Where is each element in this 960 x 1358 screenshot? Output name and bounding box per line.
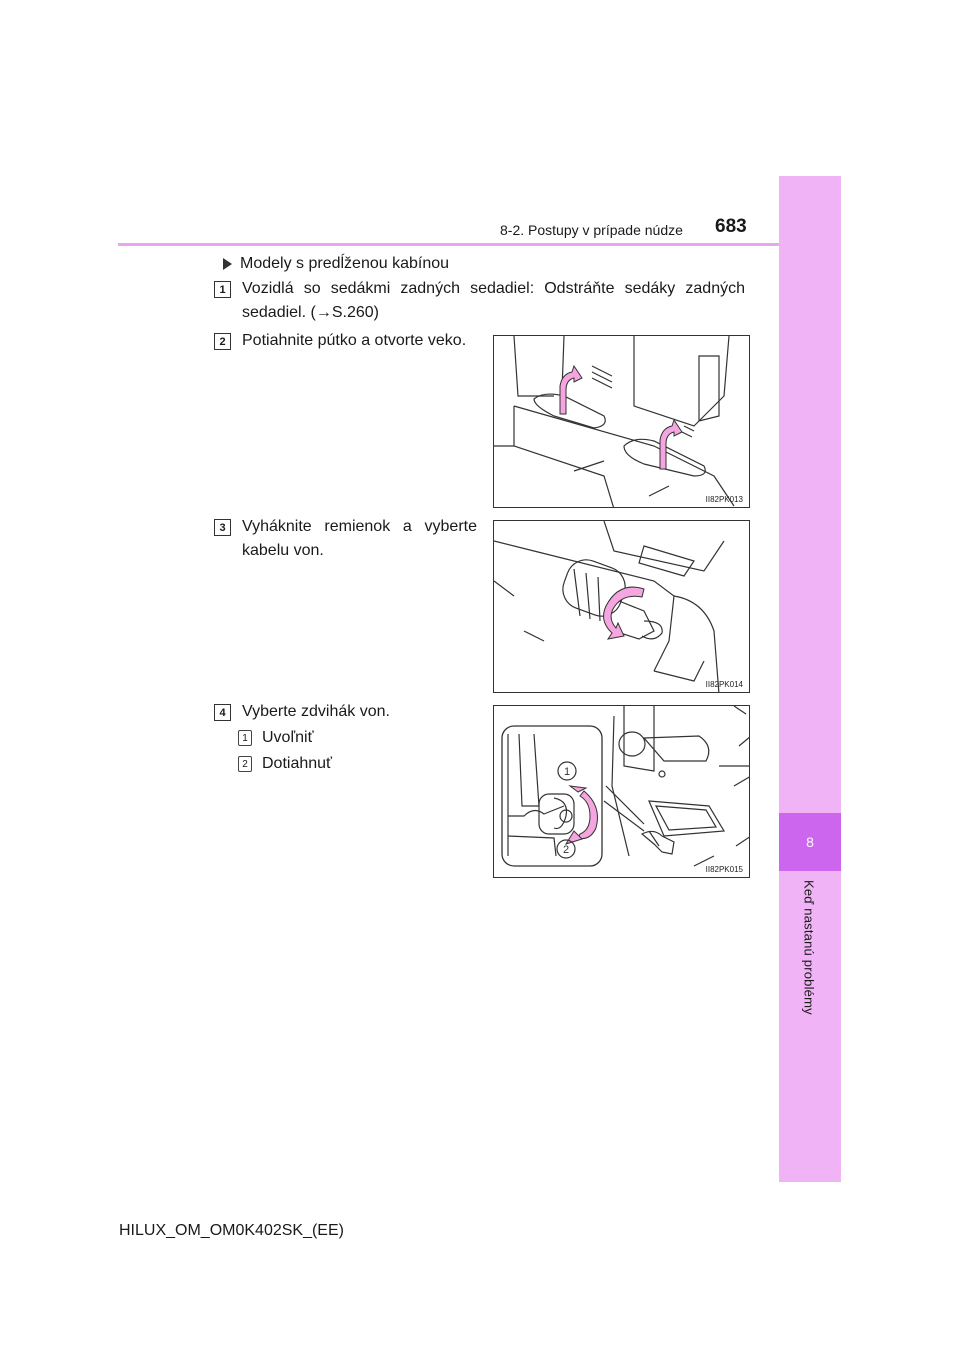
step-badge-1: 1 bbox=[214, 281, 231, 298]
lift-lid-illustration-icon bbox=[494, 336, 735, 507]
remove-jack-illustration-icon: 1 2 bbox=[501, 706, 749, 867]
sub-item-2-text: Dotiahnuť bbox=[262, 755, 333, 772]
section-heading: Modely s predĺženou kabínou bbox=[240, 255, 450, 272]
illustration-code: II82PK013 bbox=[705, 495, 743, 504]
step-4-text: Vyberte zdvihák von. bbox=[242, 703, 390, 720]
chapter-side-tab bbox=[779, 176, 841, 1182]
sub-item-badge-2: 2 bbox=[238, 756, 252, 772]
illustration-code: II82PK014 bbox=[705, 680, 743, 689]
illustration-remove-jack: 1 2 II82PK015 bbox=[493, 705, 750, 878]
document-id: HILUX_OM_OM0K402SK_(EE) bbox=[119, 1222, 344, 1239]
sub-item-badge-1: 1 bbox=[238, 730, 252, 746]
header-rule bbox=[118, 243, 779, 246]
header-section-title: 8-2. Postupy v prípade núdze bbox=[500, 222, 683, 238]
callout-2: 2 bbox=[563, 844, 569, 856]
unhook-strap-illustration-icon bbox=[494, 521, 725, 692]
step-1-text-line1: Vozidlá so sedákmi zadných sedadiel: Ods… bbox=[242, 280, 745, 297]
callout-1: 1 bbox=[564, 766, 570, 778]
illustration-code: II82PK015 bbox=[705, 865, 743, 874]
step-badge-3: 3 bbox=[214, 519, 231, 536]
step-badge-2: 2 bbox=[214, 333, 231, 350]
step-3-text-line1: Vyháknite remienok a vyberte bbox=[242, 518, 477, 535]
page-number: 683 bbox=[715, 216, 747, 237]
step-1-text-line2: sedadiel. (→S.260) bbox=[242, 304, 379, 321]
step-3-text-line2: kabelu von. bbox=[242, 542, 324, 559]
step-2-text: Potiahnite pútko a otvorte veko. bbox=[242, 332, 467, 349]
chapter-number-box: 8 bbox=[779, 813, 841, 871]
chapter-label: Keď nastanú problémy bbox=[801, 880, 817, 1015]
illustration-unhook-strap: II82PK014 bbox=[493, 520, 750, 693]
chapter-number: 8 bbox=[806, 834, 814, 850]
illustration-lift-lid: II82PK013 bbox=[493, 335, 750, 508]
step-badge-4: 4 bbox=[214, 704, 231, 721]
triangle-bullet-icon bbox=[223, 258, 232, 270]
sub-item-1-text: Uvoľniť bbox=[262, 729, 314, 746]
